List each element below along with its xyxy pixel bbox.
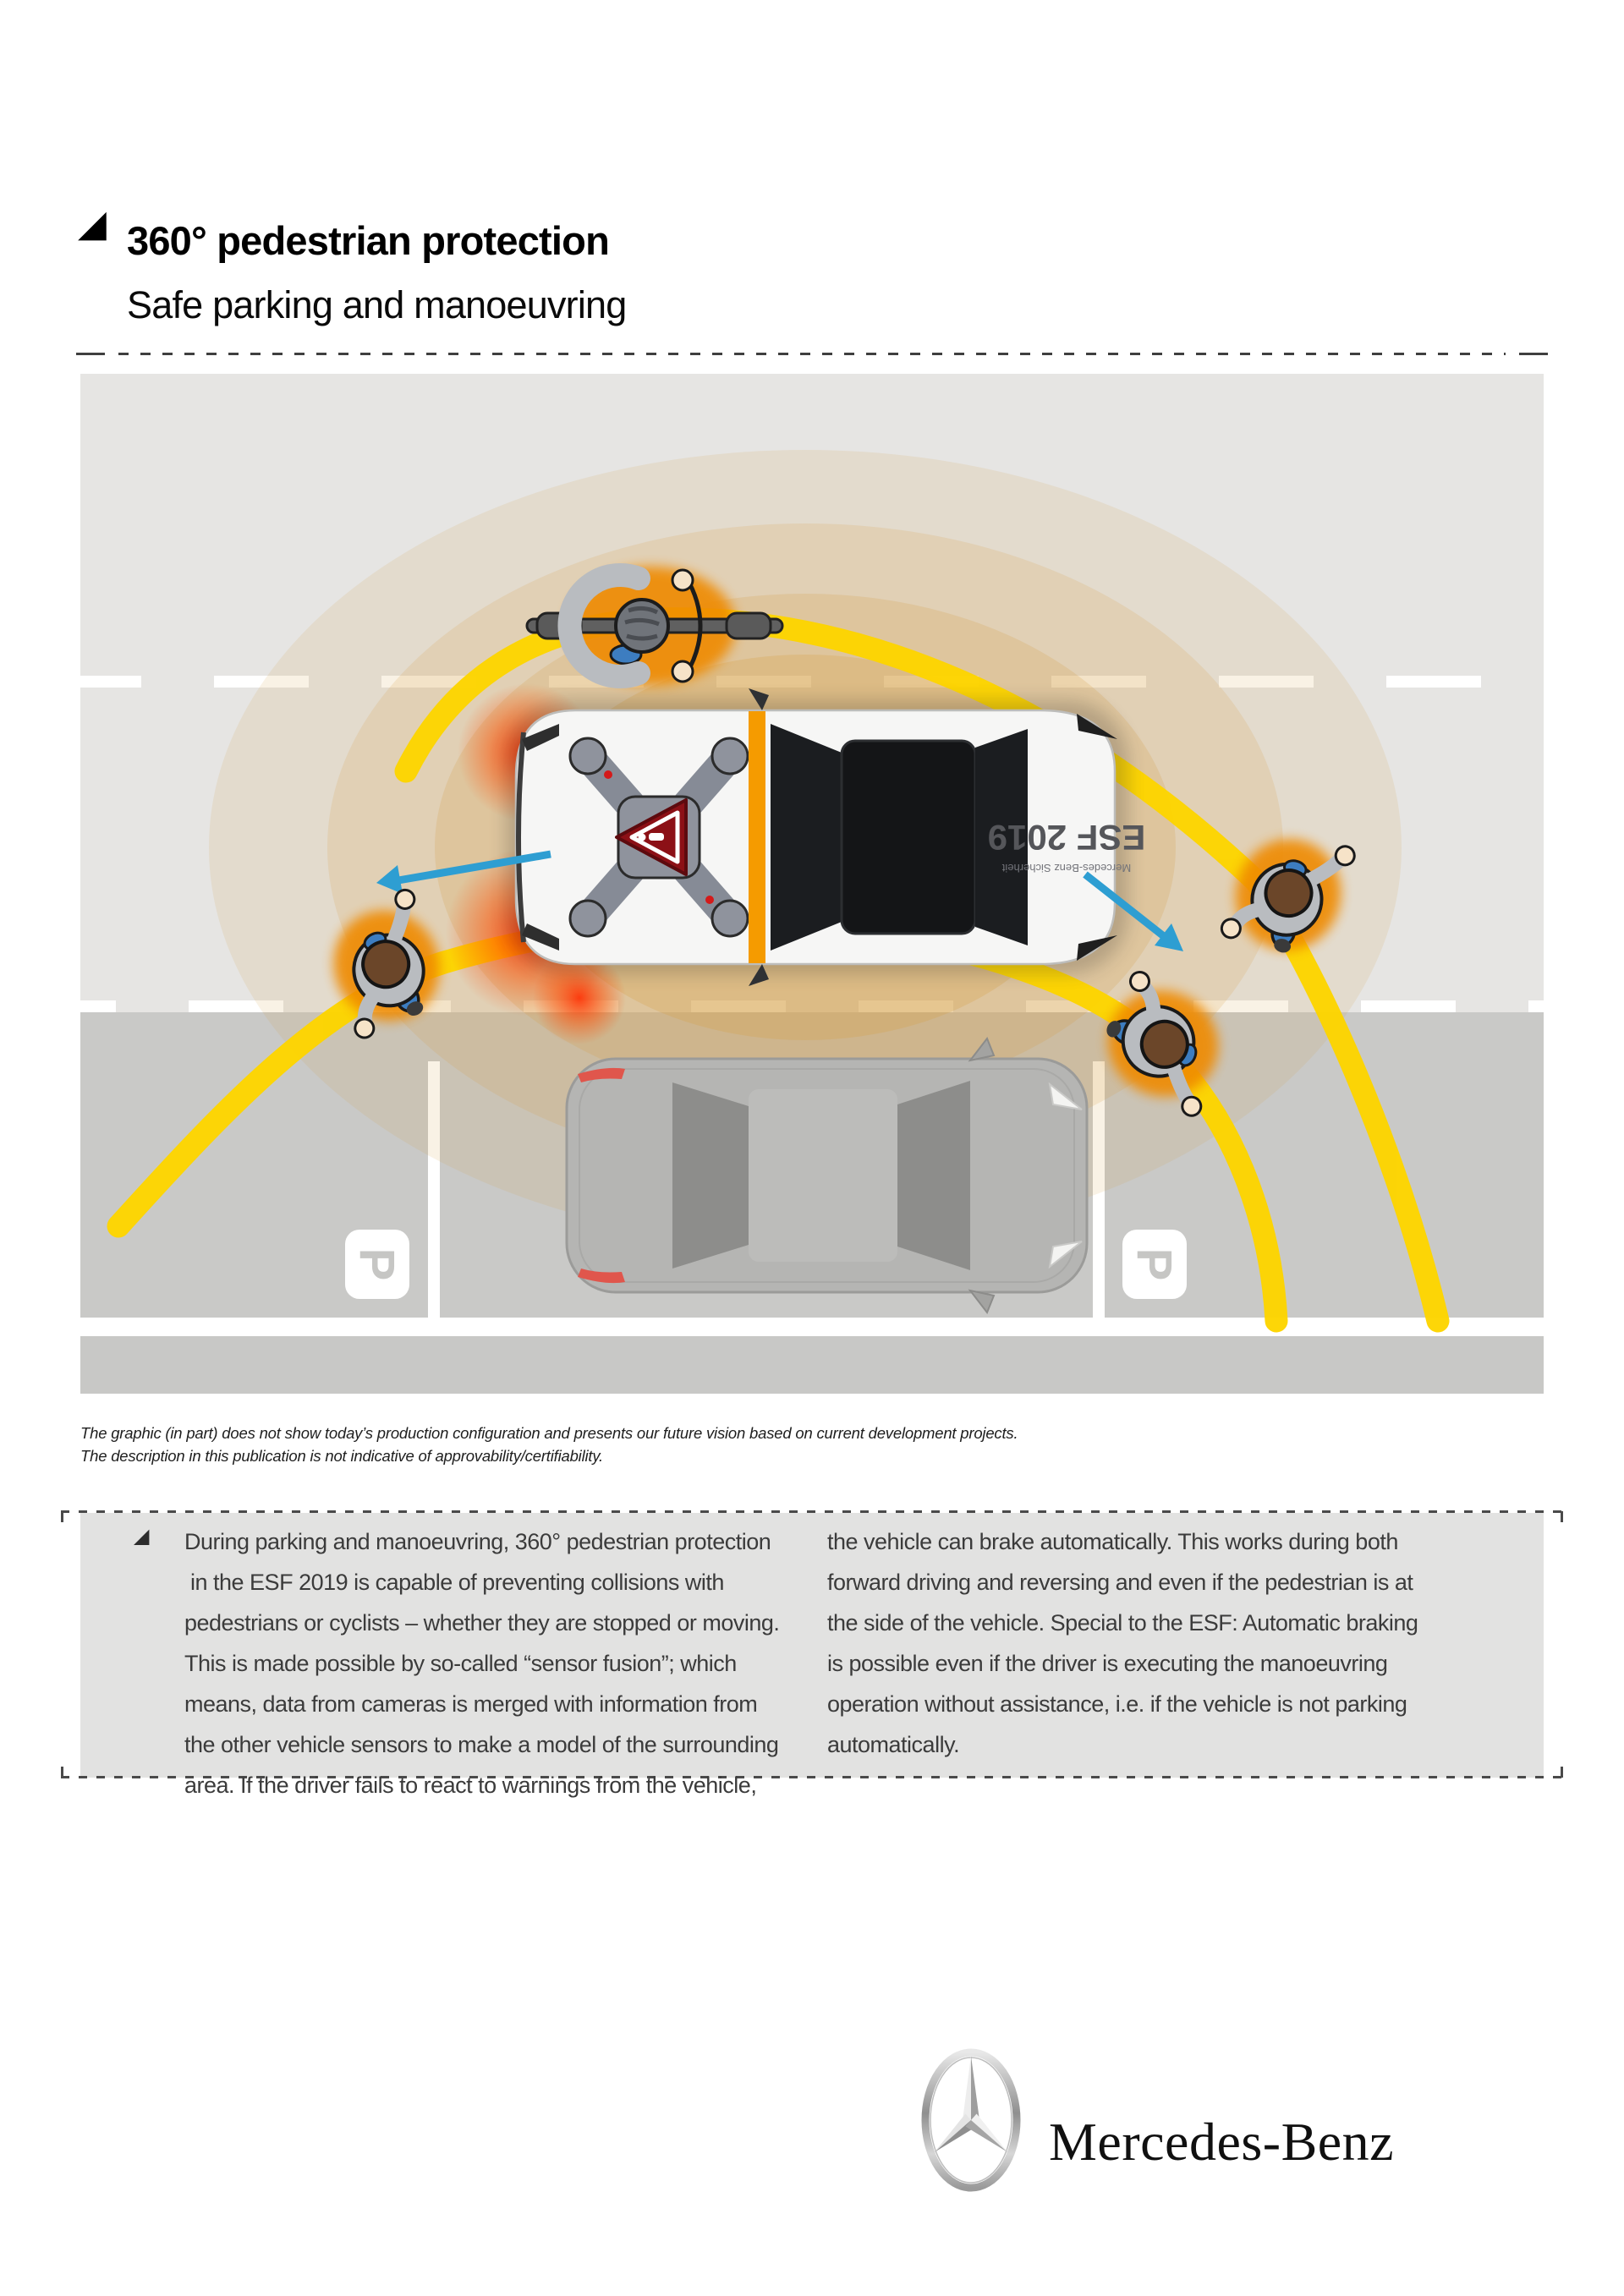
textbox-top-border xyxy=(61,1510,1563,1513)
side-mirror xyxy=(749,688,769,710)
rear-window xyxy=(975,729,1028,945)
parking-sign-right: P xyxy=(1122,1230,1187,1299)
parking-p-glyph: P xyxy=(349,1248,404,1281)
warning-triangle-icon xyxy=(615,798,688,876)
textbox-bottom-border xyxy=(61,1776,1563,1778)
esf-vehicle-label: ESF 2019 xyxy=(988,818,1146,858)
brand-block: Mercedes-Benz xyxy=(920,2047,1394,2194)
body-text-right-column: the vehicle can brake automatically. Thi… xyxy=(827,1529,1418,1757)
disclaimer-text: The graphic (in part) does not show toda… xyxy=(80,1423,1018,1465)
side-mirror xyxy=(749,964,769,986)
esf-vehicle-sublabel: Mercedes-Benz Sicherheit xyxy=(1001,862,1131,874)
body-bullet-triangle-icon: ◢ xyxy=(134,1525,150,1548)
body-text-panel xyxy=(80,1513,1544,1778)
parking-sign-left: P xyxy=(345,1230,409,1299)
parking-edge-line xyxy=(80,1318,1544,1336)
parked-car-mirror xyxy=(968,1289,996,1315)
textbox-corner-tick xyxy=(1561,1767,1563,1778)
textbox-border-dashes xyxy=(61,1510,1563,1513)
front-bumper-edge xyxy=(516,732,526,943)
motion-arrows xyxy=(376,850,1183,951)
curb-strip xyxy=(80,1336,1544,1394)
illustration-canvas: P P xyxy=(80,374,1544,1394)
separator-end-left xyxy=(76,353,105,355)
parking-divider-left xyxy=(428,1061,440,1318)
page-subtitle: Safe parking and manoeuvring xyxy=(127,283,627,327)
parking-divider-right xyxy=(1093,1061,1105,1318)
reverse-arrow-icon xyxy=(1083,871,1183,951)
windshield xyxy=(771,724,842,951)
esf-vehicle: ESF 2019 Mercedes-Benz Sicherheit xyxy=(506,688,1145,986)
textbox-corner-tick xyxy=(61,1767,63,1778)
body-text-left-column: During parking and manoeuvring, 360° ped… xyxy=(184,1529,780,1798)
brand-wordmark: Mercedes-Benz xyxy=(1049,2112,1395,2172)
parked-car-mirror xyxy=(968,1036,996,1062)
parking-p-glyph: P xyxy=(1127,1248,1182,1281)
forward-arrow-icon xyxy=(376,850,551,894)
page-title: 360° pedestrian protection xyxy=(127,218,610,264)
cyclist-figure xyxy=(525,563,784,688)
separator-end-right xyxy=(1519,353,1548,355)
textbox-border-dashes xyxy=(61,1776,1563,1778)
orange-stripe xyxy=(749,711,765,963)
textbox-corner-tick xyxy=(1561,1511,1563,1522)
textbox-corner-tick xyxy=(61,1511,63,1522)
parked-vehicle xyxy=(565,1036,1089,1315)
mercedes-star-icon xyxy=(921,2048,1021,2192)
title-triangle-icon: ◢ xyxy=(78,203,107,244)
roof-glass xyxy=(840,739,977,935)
top-dashed-separator xyxy=(76,353,1548,355)
warning-triangle-robot xyxy=(568,737,749,938)
separator-dashes xyxy=(118,353,1506,355)
